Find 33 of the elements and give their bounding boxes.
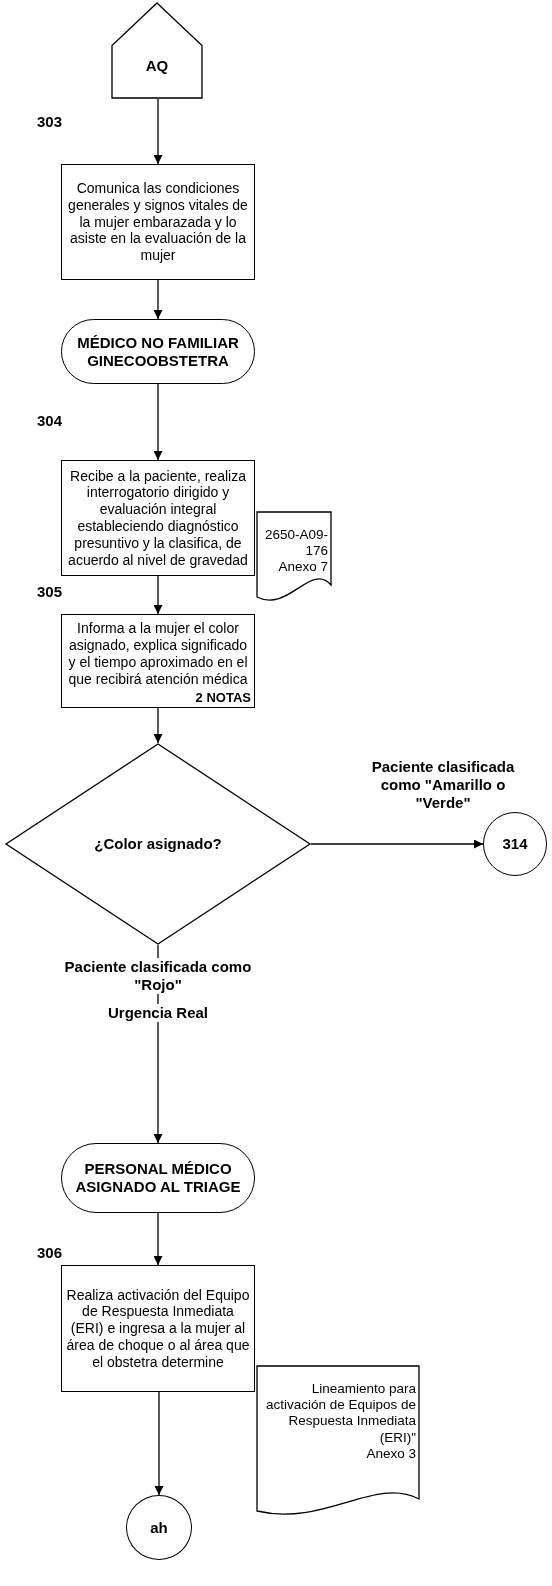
step-number: 305 — [37, 583, 63, 600]
node-text: 314 — [502, 835, 528, 853]
arrow — [153, 98, 163, 165]
step-number: 304 — [37, 412, 63, 429]
process-box — [61, 614, 255, 708]
decision-diamond — [5, 743, 311, 945]
step-number: 303 — [37, 113, 63, 130]
node-text: PERSONAL MÉDICO ASIGNADO AL TRIAGE — [74, 1160, 242, 1196]
arrow — [153, 707, 163, 744]
node-text: MÉDICO NO FAMILIAR GINECOOBSTETRA — [76, 333, 240, 370]
node-text: Realiza activación del Equipo de Respuesta Inmediata (ERI) e ingresa a la mujer al área de choque o al área que el obstetra determine — [65, 1286, 251, 1371]
node-text: Comunica las condiciones generales y signos vitales de la mujer embarazada y lo asiste en la evaluación de la mujer — [67, 180, 249, 264]
off-page-connector — [111, 2, 203, 99]
note-count: 2 NOTAS — [195, 690, 251, 706]
node-text: AQ — [145, 56, 169, 75]
arrow — [154, 1391, 164, 1496]
node-text: Informa a la mujer el color asignado, explica significado y el tiempo aproximado en el que recibirá atención médica — [67, 620, 249, 688]
process-box — [61, 164, 255, 280]
node-text: Anexo 3 — [366, 1445, 416, 1462]
arrow — [153, 575, 163, 615]
condition-label: Urgencia Real — [107, 1004, 208, 1022]
node-text: Lineamiento para activación de Equipos de Respuesta Inmediata (ERI)" — [264, 1381, 416, 1446]
step-number: 306 — [37, 1244, 63, 1261]
arrow — [153, 279, 163, 320]
node-text: 2650-A09-176 — [263, 527, 328, 560]
node-text: ¿Color asignado? — [94, 835, 222, 853]
arrow — [153, 1212, 163, 1266]
process-box — [61, 1265, 255, 1392]
node-text: Recibe a la paciente, realiza interrogatorio dirigido y evaluación integral estableciendo diagnóstico presuntivo y la clasifica, de acuerdo al nivel de gravedad — [67, 467, 249, 569]
arrow — [310, 839, 484, 849]
arrow — [153, 383, 163, 461]
node-text: Anexo 7 — [278, 559, 328, 576]
node-text: ah — [150, 1518, 168, 1537]
